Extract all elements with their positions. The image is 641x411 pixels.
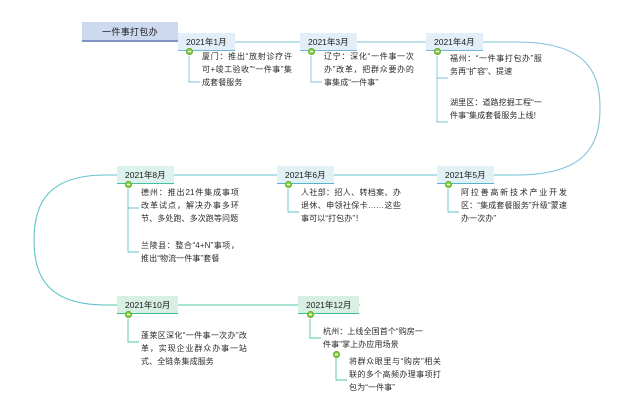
month-node-2021-08[interactable]: 2021年8月 <box>117 166 174 184</box>
expand-dot-2021-06[interactable] <box>285 181 292 188</box>
expand-dot-2021-04[interactable] <box>434 48 441 55</box>
month-node-2021-01[interactable]: 2021年1月 <box>178 33 235 51</box>
leaf-2021-06-1: 人社部：招人、转档案、办退休、申领社保卡……这些事可以“打包办”！ <box>301 188 401 223</box>
expand-dot-2021-03[interactable] <box>308 48 315 55</box>
expand-dot-2021-10[interactable] <box>125 311 132 318</box>
expand-dot-2021-12-sub[interactable] <box>333 351 340 358</box>
leaf-2021-12-1: 杭州：上线全国首个“购房一件事”掌上办应用场景 <box>323 327 423 349</box>
month-node-2021-05[interactable]: 2021年5月 <box>437 166 494 184</box>
leaf-2021-04-2: 湖里区：道路挖掘工程“一件事”集成套餐服务上线! <box>450 98 542 120</box>
expand-dot-2021-01[interactable] <box>186 48 193 55</box>
leaf-2021-05-1: 阿拉善高新技术产业开发区：“集成套餐服务”升级“蒙速办一次办” <box>461 188 567 223</box>
month-node-2021-10[interactable]: 2021年10月 <box>117 296 179 314</box>
month-node-2021-12[interactable]: 2021年12月 <box>298 296 360 314</box>
expand-dot-2021-08[interactable] <box>125 181 132 188</box>
leaf-2021-03-1: 辽宁：深化“一件事一次办”改革，把群众要办的事集成“一件事” <box>324 52 414 87</box>
month-node-2021-06[interactable]: 2021年6月 <box>277 166 334 184</box>
leaf-2021-08-1: 德州：推出21件集成事项改革试点，解决办事多环节、多处跑、多次跑等问题 <box>141 188 239 223</box>
expand-dot-2021-05[interactable] <box>445 181 452 188</box>
month-node-2021-04[interactable]: 2021年4月 <box>426 33 483 51</box>
leaf-2021-01-1: 厦门：推出“放射诊疗许可+竣工验收”“一件事”集成套餐服务 <box>202 52 292 87</box>
leaf-2021-12-sub-1: 将群众眼里与“购房”相关联的多个高频办理事项打包为“一件事” <box>349 357 441 392</box>
root-node[interactable]: 一件事打包办 <box>82 22 178 42</box>
leaf-2021-10-1: 蓬莱区深化“一件事一次办”改革，实现企业群众办事一站式、全链条集成服务 <box>141 331 247 366</box>
leaf-2021-08-2: 兰陵县：整合“4+N”事项，推出“物流一件事”套餐 <box>141 241 239 263</box>
leaf-2021-04-1: 福州：“一件事打包办”服务再“扩容”、提速 <box>450 54 542 76</box>
month-node-2021-03[interactable]: 2021年3月 <box>300 33 357 51</box>
expand-dot-2021-12[interactable] <box>307 311 314 318</box>
